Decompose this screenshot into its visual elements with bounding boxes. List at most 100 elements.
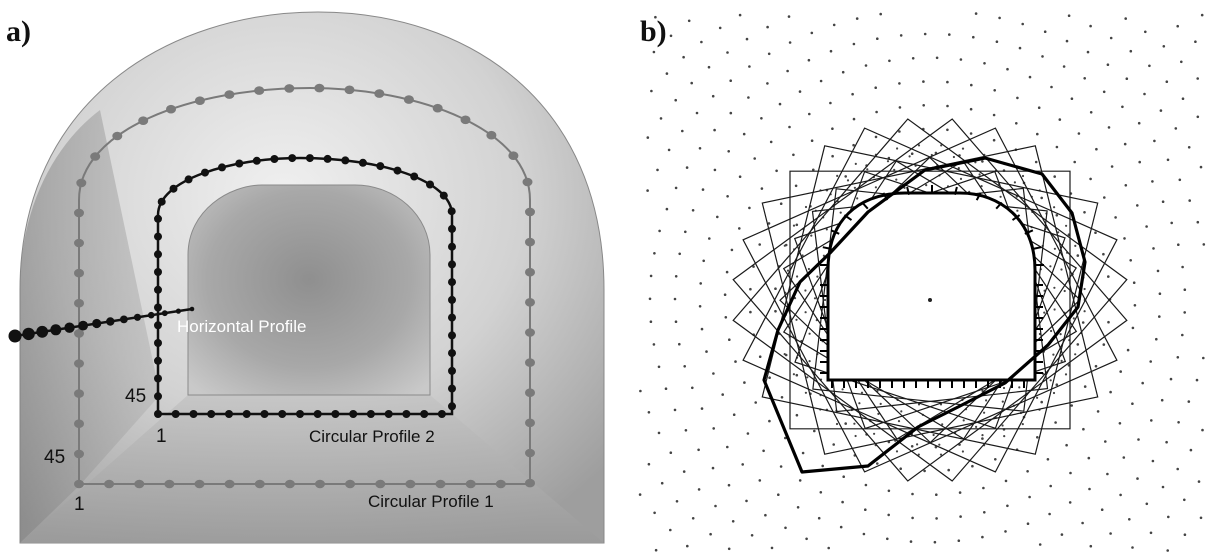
grid-dot <box>698 147 702 150</box>
grid-dot <box>862 532 866 536</box>
grid-dot <box>864 64 868 67</box>
grid-dot <box>1002 386 1006 390</box>
mesh-square <box>794 170 1066 430</box>
grid-dot <box>682 55 685 59</box>
grid-dot <box>1082 427 1085 431</box>
grid-dot <box>1144 30 1147 34</box>
grid-dot <box>1177 421 1180 424</box>
grid-dot <box>1083 310 1086 313</box>
grid-dot <box>738 227 741 230</box>
grid-dot <box>686 544 689 548</box>
profile-2-point <box>154 285 162 294</box>
grid-dot <box>780 396 784 399</box>
grid-dot <box>909 540 913 543</box>
grid-dot <box>831 154 834 158</box>
grid-dot <box>981 434 984 437</box>
grid-dot <box>1137 121 1141 125</box>
grid-dot <box>961 147 965 150</box>
grid-dot <box>1200 13 1204 17</box>
grid-dot <box>1050 85 1053 89</box>
grid-dot <box>731 520 735 523</box>
grid-dot <box>1177 243 1180 246</box>
grid-dot <box>647 462 651 466</box>
grid-dot <box>749 310 752 314</box>
grid-dot <box>766 82 769 85</box>
panel-a-label: a) <box>6 15 31 48</box>
grid-dot <box>860 391 864 394</box>
grid-dot <box>664 387 668 391</box>
grid-dot <box>1199 516 1203 520</box>
grid-dot <box>1053 247 1056 250</box>
grid-dot <box>748 65 751 68</box>
grid-dot <box>684 429 688 432</box>
grid-dot <box>852 42 856 46</box>
mesh-square <box>732 118 1128 482</box>
grid-dot <box>1165 440 1168 444</box>
grid-dot <box>1026 470 1029 473</box>
grid-dot <box>1068 501 1072 504</box>
grid-dot <box>1018 46 1022 50</box>
grid-dot <box>691 386 694 390</box>
grid-dot <box>734 360 737 363</box>
grid-dot <box>992 138 996 142</box>
grid-dot <box>738 175 742 178</box>
grid-dot <box>1065 224 1068 227</box>
grid-dot <box>682 470 686 473</box>
grid-dot <box>650 89 653 93</box>
grid-dot <box>1060 268 1063 271</box>
grid-dot <box>864 508 867 512</box>
profile-1-point <box>74 389 84 398</box>
grid-dot <box>1165 80 1169 83</box>
grid-dot <box>908 155 911 158</box>
grid-dot <box>910 152 914 155</box>
horizontal-profile-point <box>8 329 22 343</box>
boundary-tick <box>953 186 958 196</box>
grid-dot <box>711 94 715 98</box>
grid-dot <box>1004 479 1008 483</box>
grid-dot <box>841 70 845 74</box>
grid-dot <box>798 90 802 93</box>
grid-dot <box>1100 508 1104 512</box>
horizontal-profile-point <box>22 327 35 341</box>
excavation-center-point <box>928 298 932 302</box>
grid-dot <box>897 420 901 423</box>
grid-dot <box>1156 269 1160 273</box>
grid-dot <box>652 343 656 346</box>
grid-dot <box>683 365 686 368</box>
grid-dot <box>854 434 857 438</box>
profile-1-point <box>405 479 416 489</box>
grid-dot <box>639 389 642 393</box>
profile-2-point <box>448 313 456 322</box>
grid-dot <box>713 168 717 172</box>
grid-dot <box>1183 498 1186 502</box>
grid-dot <box>886 160 890 163</box>
grid-dot <box>1107 126 1111 129</box>
profile-1-point <box>435 479 446 489</box>
profile-2-point <box>420 410 429 418</box>
grid-dot <box>685 166 689 169</box>
grid-dot <box>788 125 791 129</box>
grid-dot <box>1028 495 1031 499</box>
grid-dot <box>969 107 973 111</box>
grid-dot <box>728 338 731 342</box>
grid-dot <box>788 41 792 44</box>
grid-dot <box>729 79 732 82</box>
grid-dot <box>753 157 756 160</box>
grid-dot <box>654 15 657 19</box>
mesh-square <box>732 118 1128 482</box>
grid-dot <box>709 532 712 536</box>
grid-dot <box>750 534 754 537</box>
grid-dot <box>1110 165 1114 168</box>
grid-dot <box>1124 17 1127 20</box>
grid-dot <box>1106 472 1109 476</box>
grid-dot <box>702 259 705 263</box>
grid-dot <box>1094 231 1097 234</box>
profile-2-point <box>154 410 162 418</box>
grid-dot <box>1121 105 1124 109</box>
grid-dot <box>691 209 695 212</box>
grid-dot <box>1021 423 1024 426</box>
grid-dot <box>917 144 921 147</box>
profile-1-point <box>74 238 84 248</box>
grid-dot <box>760 187 764 190</box>
grid-dot <box>898 82 901 85</box>
